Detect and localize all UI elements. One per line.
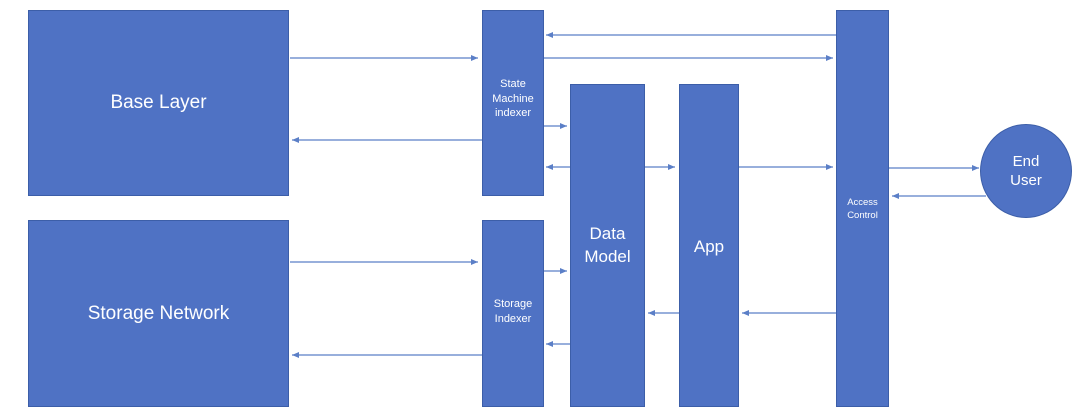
data-model-box: Data Model <box>570 84 645 407</box>
storage-network-label: Storage Network <box>87 302 230 324</box>
end-user-label: End User <box>1010 152 1042 190</box>
access-control-box: Access Control <box>836 10 889 407</box>
access-control-label: Access Control <box>847 196 878 221</box>
storage-indexer-box: Storage Indexer <box>482 220 544 407</box>
end-user-node: End User <box>980 124 1072 218</box>
storage-indexer-label: Storage Indexer <box>493 297 533 325</box>
state-machine-indexer-box: State Machine indexer <box>482 10 544 196</box>
state-machine-indexer-label: State Machine indexer <box>492 77 534 120</box>
app-label: App <box>693 237 725 256</box>
app-box: App <box>679 84 739 407</box>
storage-network-box: Storage Network <box>28 220 289 407</box>
data-model-label: Data Model <box>584 224 631 266</box>
base-layer-box: Base Layer <box>28 10 289 196</box>
base-layer-label: Base Layer <box>110 92 207 114</box>
